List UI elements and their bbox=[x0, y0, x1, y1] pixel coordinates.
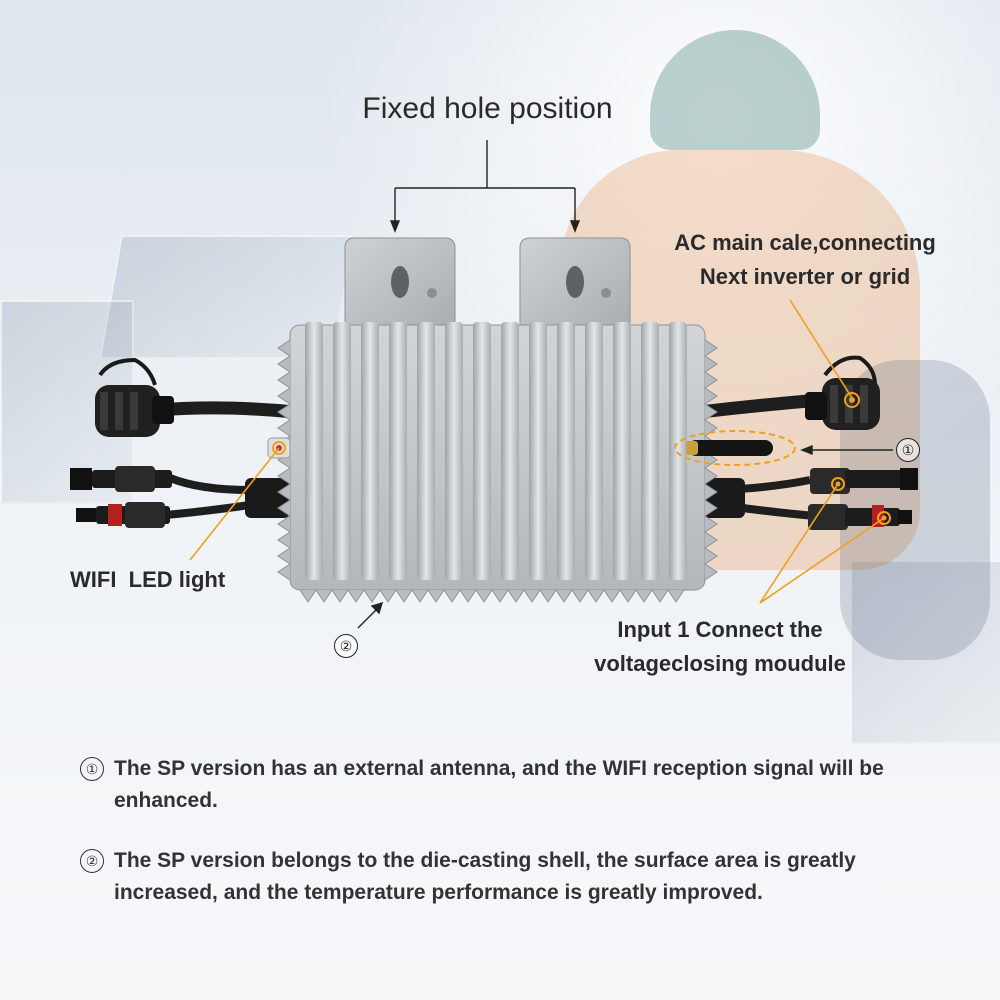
note-1: ① The SP version has an external antenna… bbox=[80, 753, 960, 817]
finned-housing bbox=[277, 322, 718, 603]
ac-main-cable-line2: Next inverter or grid bbox=[699, 264, 911, 289]
note-2-marker: ② bbox=[80, 849, 104, 873]
fixed-hole-bracket bbox=[389, 140, 581, 233]
input-label-line2: voltageclosing moudule bbox=[594, 651, 846, 676]
dc-connector-right-1 bbox=[810, 468, 918, 494]
ac-cable-left bbox=[159, 401, 296, 519]
dc-connector-right-2 bbox=[808, 504, 912, 530]
dc-connector-left-1 bbox=[70, 466, 172, 492]
wifi-led-label: WIFI LED light bbox=[70, 567, 226, 592]
background-solar-panel bbox=[850, 560, 1000, 744]
marker-2: ② bbox=[334, 634, 358, 658]
mounting-tab-left bbox=[344, 237, 456, 331]
dc-connector-left-2 bbox=[76, 502, 170, 528]
mounting-tab-right bbox=[519, 237, 631, 331]
note-2-text: The SP version belongs to the die-castin… bbox=[114, 849, 856, 904]
input-label: Input 1 Connect the voltageclosing moudu… bbox=[570, 613, 870, 681]
ac-connector-left bbox=[95, 357, 174, 437]
ac-main-cable-line1: AC main cale,connecting bbox=[674, 230, 936, 255]
ac-connector-right bbox=[805, 355, 880, 430]
ac-cable-right bbox=[699, 393, 821, 520]
fixed-hole-label: Fixed hole position bbox=[362, 92, 613, 125]
pointer-arrows bbox=[357, 444, 893, 629]
note-1-text: The SP version has an external antenna, … bbox=[114, 757, 884, 812]
cooling-fins bbox=[305, 322, 687, 580]
input-label-line1: Input 1 Connect the bbox=[617, 617, 823, 642]
callout-lines bbox=[189, 299, 885, 604]
antenna-highlight-ring bbox=[674, 430, 796, 466]
callout-dots bbox=[831, 392, 891, 525]
external-antenna bbox=[686, 440, 773, 456]
ac-main-cable-label: AC main cale,connecting Next inverter or… bbox=[650, 226, 960, 294]
note-1-marker: ① bbox=[80, 757, 104, 781]
note-2: ② The SP version belongs to the die-cast… bbox=[80, 845, 960, 909]
marker-1: ① bbox=[896, 438, 920, 462]
